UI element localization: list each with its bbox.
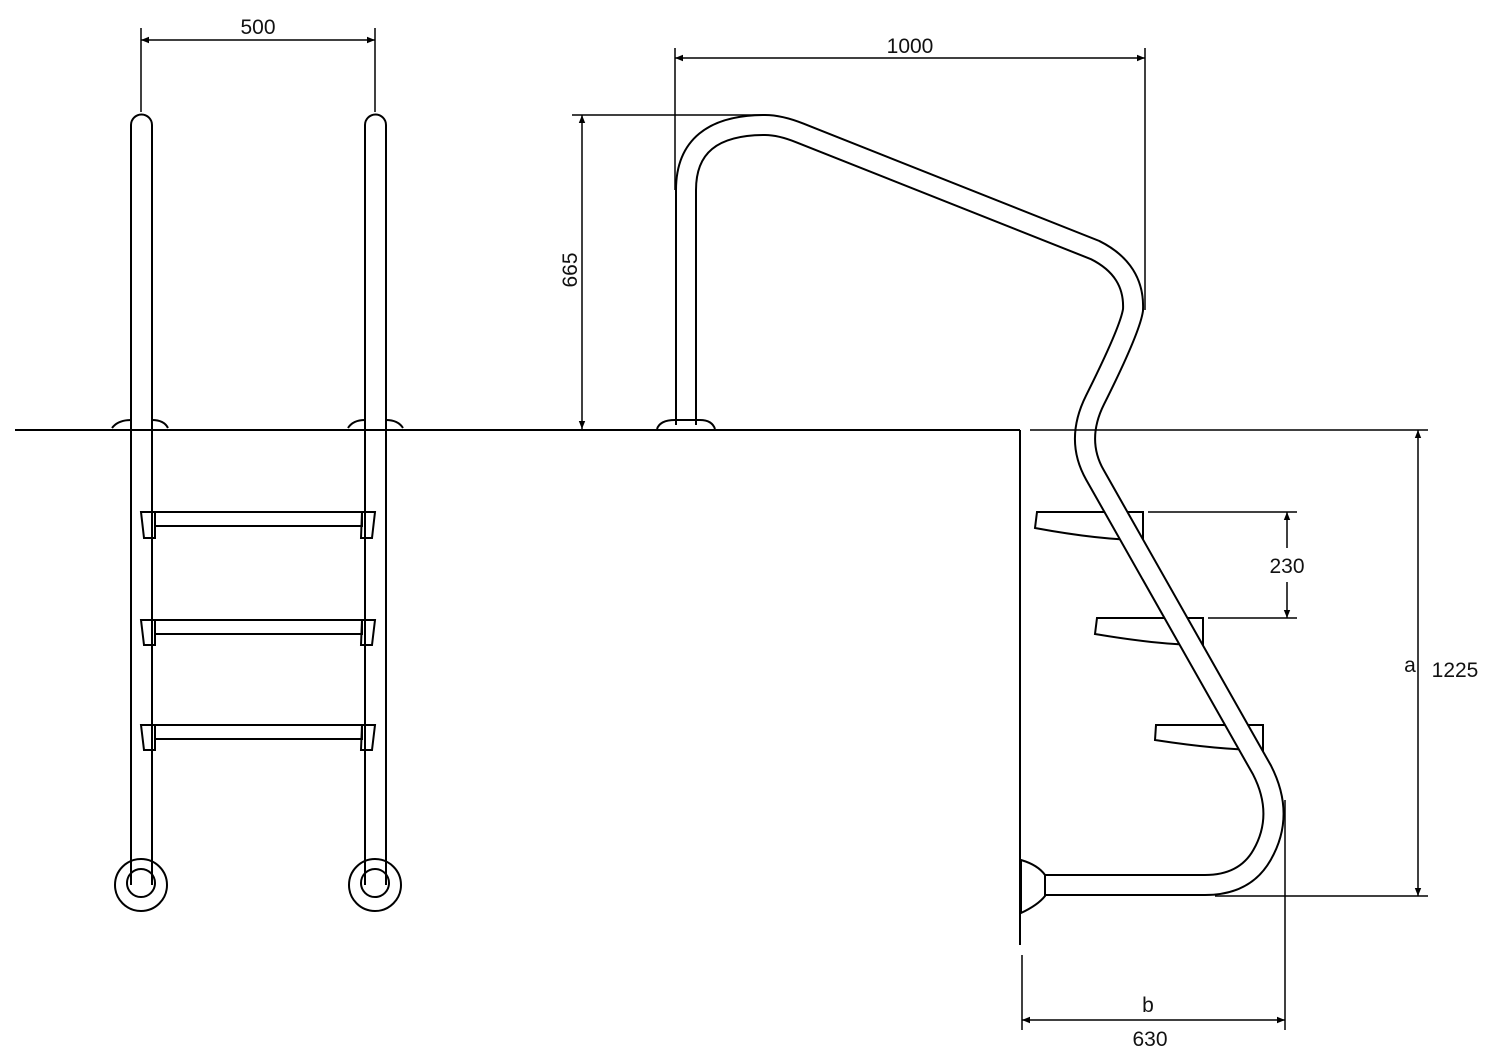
handrail-tube [675,113,1285,896]
right-rail [347,113,404,912]
dimension-label: 230 [1269,555,1304,578]
rung-1 [139,511,377,539]
deck-flange [656,419,716,430]
dimension-label: 1225 [1432,659,1479,682]
dimension-label: 630 [1132,1028,1167,1051]
dimension-label: 1000 [887,35,934,58]
front-view-ladder [111,113,404,912]
side-view-ladder [656,113,1285,915]
rung-3 [139,724,377,751]
dimension-label: 500 [240,16,275,39]
dimension-1225: a 1225 [1030,429,1479,897]
dimension-label: 665 [559,252,582,287]
dimension-variable: b [1142,994,1154,1017]
dimension-665: 665 [559,114,765,429]
dimension-variable: a [1404,654,1416,677]
dimension-230: 230 [1148,511,1305,619]
left-rail [111,113,169,912]
dimension-630: b 630 [1022,800,1286,1051]
wall-flange [1020,858,1046,915]
dimension-1000: 1000 [674,35,1146,310]
pool-edge [15,429,1023,1030]
dimension-500: 500 [140,16,376,112]
rung-2 [139,619,377,646]
